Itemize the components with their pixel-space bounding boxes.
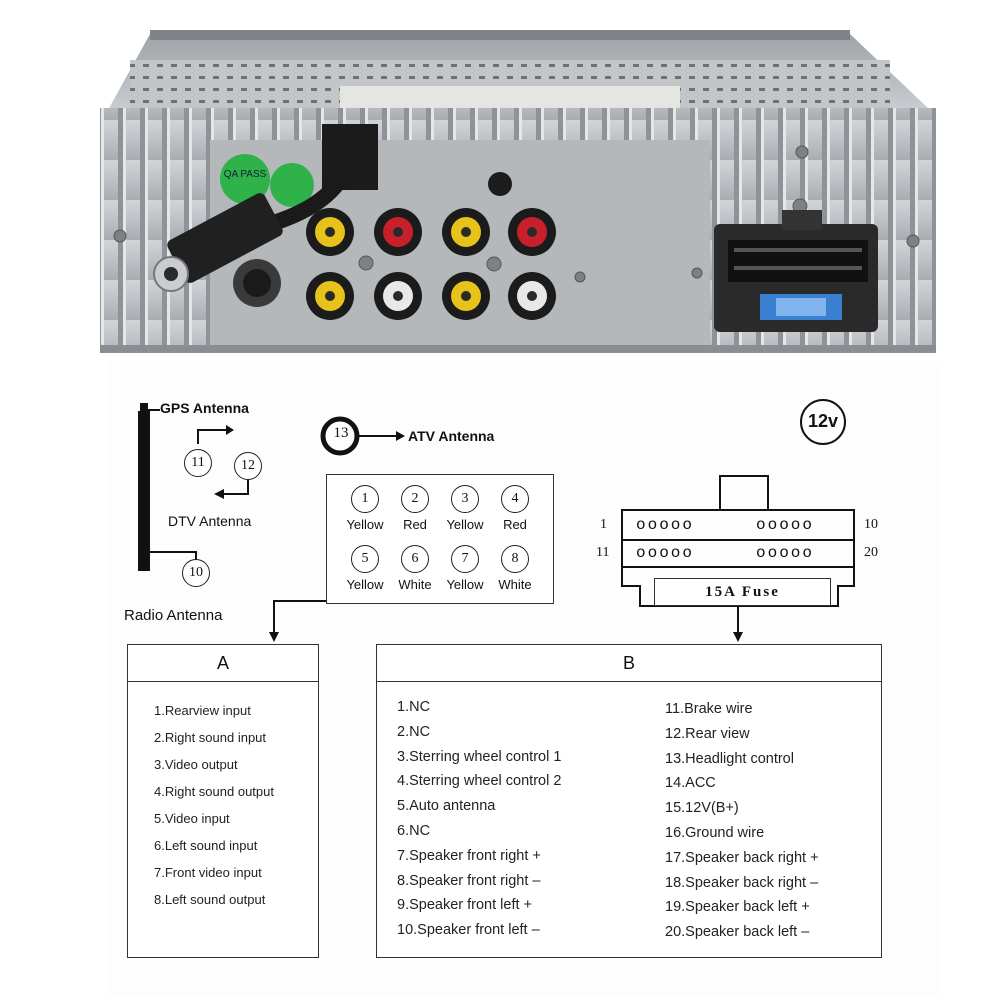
- box-a-title: A: [128, 645, 318, 682]
- qa-pass-text: QA PASS: [224, 169, 267, 180]
- radio-rear-panel-photo: QA PASS: [0, 0, 1000, 362]
- screw-icon: [691, 267, 703, 279]
- rca-jack-1-pin: [325, 227, 335, 237]
- atv-port-13: 13: [333, 425, 349, 441]
- box-b-list-right: 11.Brake wire 12.Rear view 13.Headlight …: [665, 697, 819, 945]
- list-item: 1.Rearview input: [154, 703, 251, 718]
- list-item: 3.Sterring wheel control 1: [397, 748, 562, 765]
- voltage-badge: [800, 399, 846, 445]
- list-item: 16.Ground wire: [665, 824, 765, 841]
- list-item: 6.Left sound input: [154, 838, 258, 853]
- screw-icon: [486, 256, 502, 272]
- screw-icon: [906, 234, 920, 248]
- screw-icon: [358, 255, 374, 271]
- rca-jack-7-pin: [461, 291, 471, 301]
- list-item: 5.Video input: [154, 811, 230, 826]
- audio-jack-cable: [167, 193, 283, 283]
- pin-number-20: 20: [864, 545, 878, 560]
- list-item: 9.Speaker front left +: [397, 897, 533, 914]
- list-item: 2.Right sound input: [154, 730, 267, 745]
- atv-arrow-icon: [396, 431, 405, 441]
- antenna-mast-icon: [138, 411, 150, 571]
- qa-pass-sticker: [220, 154, 270, 204]
- pin-row-1-right: ooooo: [756, 516, 815, 534]
- wiring-diagram: GPS Antenna 11 12 DTV Antenna 10 Radio A…: [0, 362, 1000, 1000]
- list-item: 4.Sterring wheel control 2: [397, 773, 562, 790]
- pin-number-10: 10: [864, 517, 878, 532]
- list-item: 20.Speaker back left –: [665, 924, 810, 941]
- list-item: 11.Brake wire: [665, 701, 753, 717]
- rca-jacks: [306, 208, 556, 320]
- pin-row-2-right: ooooo: [756, 544, 815, 562]
- voltage-label: 12v: [807, 411, 839, 431]
- list-item: 12.Rear view: [665, 725, 750, 742]
- antenna-port-10: 10: [182, 559, 210, 587]
- pin-number-1: 1: [600, 517, 607, 532]
- dtv-antenna-label: DTV Antenna: [168, 513, 252, 529]
- list-item: 8.Left sound output: [154, 892, 266, 907]
- list-item: 15.12V(B+): [665, 800, 739, 817]
- box-b-title: B: [377, 645, 881, 682]
- screw-icon: [113, 229, 127, 243]
- antenna-port-11: 11: [184, 449, 212, 477]
- box-b-list-left: 1.NC 2.NC 3.Sterring wheel control 1 4.S…: [397, 695, 561, 943]
- pin-row-2-left: ooooo: [636, 544, 695, 562]
- screw-icon: [795, 145, 809, 159]
- pin-row-1-left: ooooo: [636, 516, 695, 534]
- rca-jack-8-pin: [527, 291, 537, 301]
- pin-number-11: 11: [596, 545, 610, 560]
- list-item: 10.Speaker front left –: [397, 922, 540, 939]
- rca-jack-6-pin: [393, 291, 403, 301]
- diagram-lines: [138, 399, 855, 642]
- box-b: B 1.NC 2.NC 3.Sterring wheel control 1 4…: [376, 644, 882, 958]
- list-item: 7.Front video input: [154, 865, 262, 880]
- rca-jack-5-pin: [325, 291, 335, 301]
- b-arrow-icon: [733, 632, 743, 642]
- radio-antenna-label: Radio Antenna: [124, 607, 223, 624]
- atv-antenna-label: ATV Antenna: [408, 428, 495, 444]
- rca-jack-2-pin: [393, 227, 403, 237]
- list-item: 8.Speaker front right –: [397, 872, 541, 889]
- rca-jack-4-pin: [527, 227, 537, 237]
- list-item: 3.Video output: [154, 757, 238, 772]
- box-a-list: 1.Rearview input 2.Right sound input 3.V…: [154, 697, 274, 913]
- list-item: 1.NC: [397, 699, 431, 715]
- list-item: 6.NC: [397, 822, 431, 839]
- dtv-arrow-icon: [214, 489, 224, 499]
- list-item: 19.Speaker back left +: [665, 899, 810, 916]
- atv-connector-icon: [320, 416, 360, 456]
- a-arrow-icon: [269, 632, 279, 642]
- screw-icon: [574, 271, 586, 283]
- antenna-port-12: 12: [234, 452, 262, 480]
- antenna-hole: [488, 172, 512, 196]
- box-a: A 1.Rearview input 2.Right sound input 3…: [127, 644, 319, 958]
- list-item: 13.Headlight control: [665, 750, 794, 767]
- fuse-label: 15A Fuse: [654, 578, 831, 606]
- list-item: 17.Speaker back right +: [665, 849, 819, 866]
- list-item: 2.NC: [397, 723, 431, 740]
- list-item: 18.Speaker back right –: [665, 874, 819, 891]
- list-item: 4.Right sound output: [154, 784, 274, 799]
- gps-antenna-label: GPS Antenna: [160, 400, 249, 416]
- gps-arrow-icon: [226, 425, 234, 435]
- list-item: 5.Auto antenna: [397, 798, 496, 815]
- rca-jack-3-pin: [461, 227, 471, 237]
- list-item: 14.ACC: [665, 775, 716, 792]
- list-item: 7.Speaker front right +: [397, 847, 541, 864]
